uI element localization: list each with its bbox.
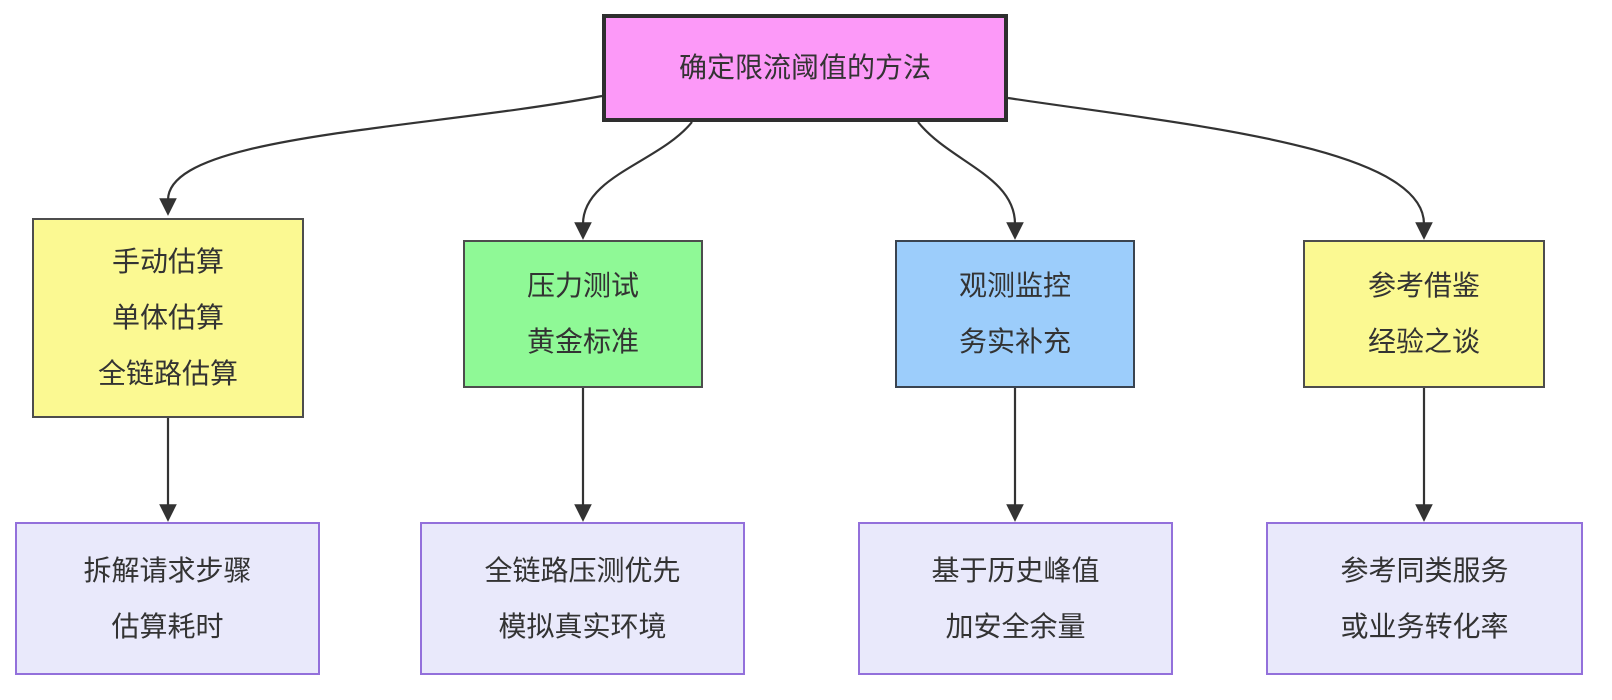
node-manual-detail: 拆解请求步骤 估算耗时 [15, 522, 320, 675]
node-monitor-detail: 基于历史峰值 加安全余量 [858, 522, 1173, 675]
node-stress-detail-line-1: 全链路压测优先 [484, 554, 681, 586]
node-stress-detail-line-2: 模拟真实环境 [498, 610, 667, 642]
node-root-label: 确定限流阈值的方法 [678, 52, 931, 83]
node-root-title: 确定限流阈值的方法 [602, 14, 1008, 122]
node-reference-detail-line-2: 或业务转化率 [1340, 610, 1509, 642]
node-stress-line-1: 压力测试 [526, 270, 639, 301]
node-reference-experience: 参考借鉴 经验之谈 [1303, 240, 1545, 388]
edge-root-to-monitor [917, 121, 1024, 240]
node-reference-line-1: 参考借鉴 [1367, 270, 1480, 301]
node-monitor-detail-line-2: 加安全余量 [945, 610, 1086, 642]
node-observation-monitoring: 观测监控 务实补充 [895, 240, 1135, 388]
edge-root-to-stress [574, 121, 693, 240]
node-stress-detail: 全链路压测优先 模拟真实环境 [420, 522, 745, 675]
node-manual-line-2: 单体估算 [111, 302, 224, 333]
node-manual-detail-line-2: 估算耗时 [111, 610, 224, 642]
edge-root-to-manual [159, 94, 603, 216]
node-stress-testing: 压力测试 黄金标准 [463, 240, 703, 388]
node-stress-line-2: 黄金标准 [526, 326, 639, 357]
edge-root-to-reference [1007, 96, 1433, 240]
node-manual-estimation: 手动估算 单体估算 全链路估算 [32, 218, 304, 418]
node-manual-line-3: 全链路估算 [97, 358, 238, 389]
node-reference-detail-line-1: 参考同类服务 [1340, 554, 1509, 586]
node-reference-line-2: 经验之谈 [1367, 326, 1480, 357]
node-monitor-line-2: 务实补充 [958, 326, 1071, 357]
node-manual-detail-line-1: 拆解请求步骤 [83, 554, 252, 586]
node-monitor-line-1: 观测监控 [958, 270, 1071, 301]
node-reference-detail: 参考同类服务 或业务转化率 [1266, 522, 1583, 675]
node-manual-line-1: 手动估算 [111, 246, 224, 277]
node-monitor-detail-line-1: 基于历史峰值 [931, 554, 1100, 586]
